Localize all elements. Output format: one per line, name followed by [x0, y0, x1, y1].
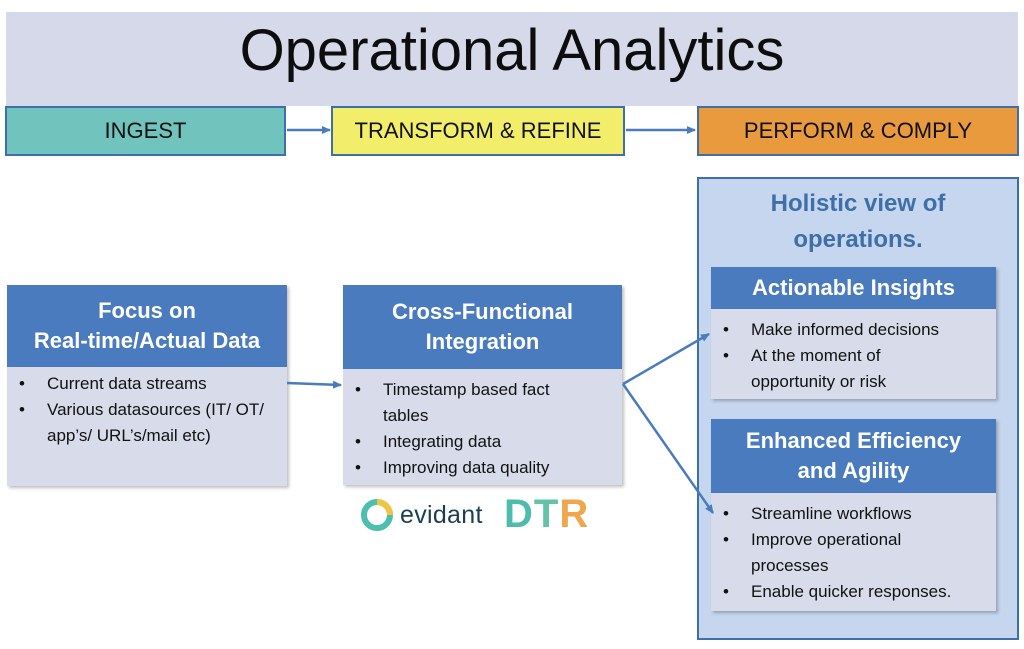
- dtr-logo-d: D: [504, 492, 534, 536]
- enhanced-heading-line2: and Agility: [797, 458, 910, 483]
- cross-functional-list: Timestamp based fact tables Integrating …: [343, 369, 622, 485]
- actionable-insights-heading: Actionable Insights: [711, 267, 996, 309]
- holistic-title-line2: operations.: [793, 226, 923, 253]
- actionable-insights-list: Make informed decisions At the moment of…: [711, 309, 996, 399]
- list-item: Integrating data: [343, 429, 622, 455]
- list-item: Enable quicker responses.: [711, 579, 996, 605]
- evidant-ring-icon: [361, 499, 393, 531]
- cross-heading-line2: Integration: [425, 329, 540, 354]
- dtr-logo: DTR: [504, 490, 589, 538]
- list-item: Streamline workflows: [711, 501, 996, 527]
- arrow-focus-to-cross: [286, 380, 342, 389]
- list-item: Various datasources (IT/ OT/ app’s/ URL’…: [7, 397, 267, 449]
- list-item: Improving data quality: [343, 455, 622, 481]
- dtr-logo-t: T: [533, 492, 560, 536]
- focus-heading-line2: Real-time/Actual Data: [33, 328, 261, 353]
- focus-heading-line1: Focus on: [98, 298, 196, 324]
- focus-heading: Focus on Real-time/Actual Data: [7, 285, 287, 367]
- enhanced-efficiency-heading: Enhanced Efficiency and Agility: [711, 419, 996, 493]
- list-item: Improve operational processes: [711, 527, 951, 579]
- page-title: Operational Analytics: [239, 18, 785, 83]
- arrow-cross-to-enhanced: [621, 383, 715, 514]
- enhanced-efficiency-list: Streamline workflows Improve operational…: [711, 493, 996, 611]
- list-item: Current data streams: [7, 371, 287, 397]
- stage-transform-refine: TRANSFORM & REFINE: [331, 106, 625, 156]
- title-banner: [6, 12, 1018, 106]
- evidant-logo: evidant: [360, 495, 483, 535]
- stage-ingest: INGEST: [5, 106, 286, 156]
- list-item: At the moment of opportunity or risk: [711, 343, 951, 395]
- holistic-title-line1: Holistic view of: [770, 190, 946, 217]
- focus-list: Current data streams Various datasources…: [7, 367, 287, 486]
- evidant-logo-text: evidant: [400, 500, 483, 529]
- cross-heading-line1: Cross-Functional: [392, 299, 573, 325]
- enhanced-heading-line1: Enhanced Efficiency: [745, 428, 962, 454]
- dtr-logo-r: R: [559, 492, 590, 536]
- holistic-title: Holistic view of operations.: [697, 186, 1019, 258]
- list-item: Timestamp based fact tables: [343, 377, 583, 429]
- list-item: Make informed decisions: [711, 317, 996, 343]
- arrow-cross-to-actionable: [622, 332, 710, 386]
- stage-perform-comply: PERFORM & COMPLY: [697, 106, 1019, 156]
- cross-functional-heading: Cross-Functional Integration: [343, 285, 622, 369]
